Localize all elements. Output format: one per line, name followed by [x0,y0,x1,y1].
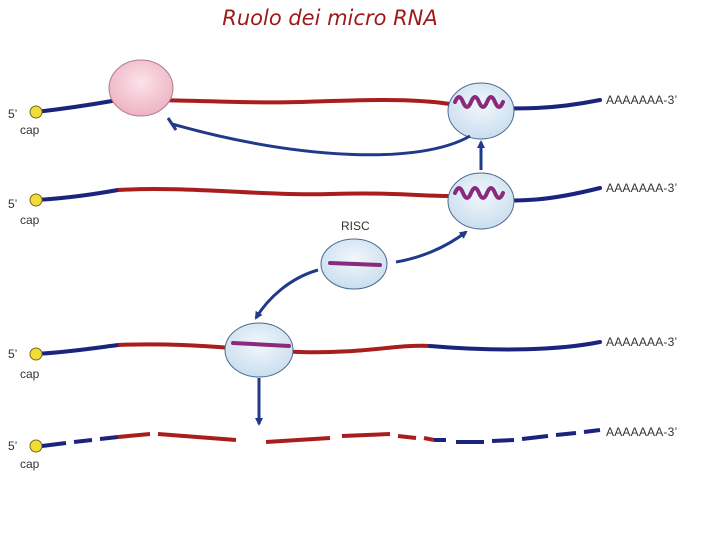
mrna-row-3: 5’ cap AAAAAAA-3’ [8,322,677,381]
cap-icon [29,347,43,361]
five-prime-label: 5’ [8,439,17,453]
mirna-icon [453,186,505,200]
risc-complex-icon [447,82,515,140]
cap-label: cap [20,367,40,381]
repression-arrow-icon [171,122,471,157]
cap-icon [29,105,43,119]
cap-label: cap [20,213,40,227]
mirna-icon [453,95,505,109]
risc-complex-icon [447,172,515,230]
mrna-coding-region [117,187,451,198]
mrna-5utr [34,99,114,114]
cap-label: cap [20,123,40,137]
free-risc: RISC [320,219,388,290]
risc-label: RISC [341,219,370,233]
cap-label: cap [20,457,40,471]
risc-complex-icon [224,322,294,378]
mrna-5utr [34,188,120,202]
page-title: Ruolo dei micro RNA [222,6,438,30]
poly-a-tail: AAAAAAA-3’ [606,335,677,349]
degraded-mrna-fragments [41,428,601,448]
poly-a-tail: AAAAAAA-3’ [606,425,677,439]
five-prime-label: 5’ [8,347,17,361]
mrna-row-2: 5’ cap AAAAAAA-3’ [8,172,677,230]
mirna-icon [231,341,291,348]
mirna-icon [328,261,382,267]
five-prime-label: 5’ [8,107,17,121]
mrna-3utr [428,340,602,352]
arrow-icon [254,268,319,320]
mrna-row-4: 5’ cap AAAAAAA-3’ [8,425,677,471]
poly-a-tail: AAAAAAA-3’ [606,93,677,107]
mrna-row-1: 5’ cap AAAAAAA-3’ [8,59,677,157]
repression-bar [166,117,178,131]
poly-a-tail: AAAAAAA-3’ [606,181,677,195]
ribosome-icon [108,59,174,117]
cap-icon [29,439,43,453]
cap-icon [29,193,43,207]
mrna-5utr [34,343,120,356]
five-prime-label: 5’ [8,197,17,211]
arrow-icon [395,230,468,264]
mrna-coding-region [117,342,431,355]
